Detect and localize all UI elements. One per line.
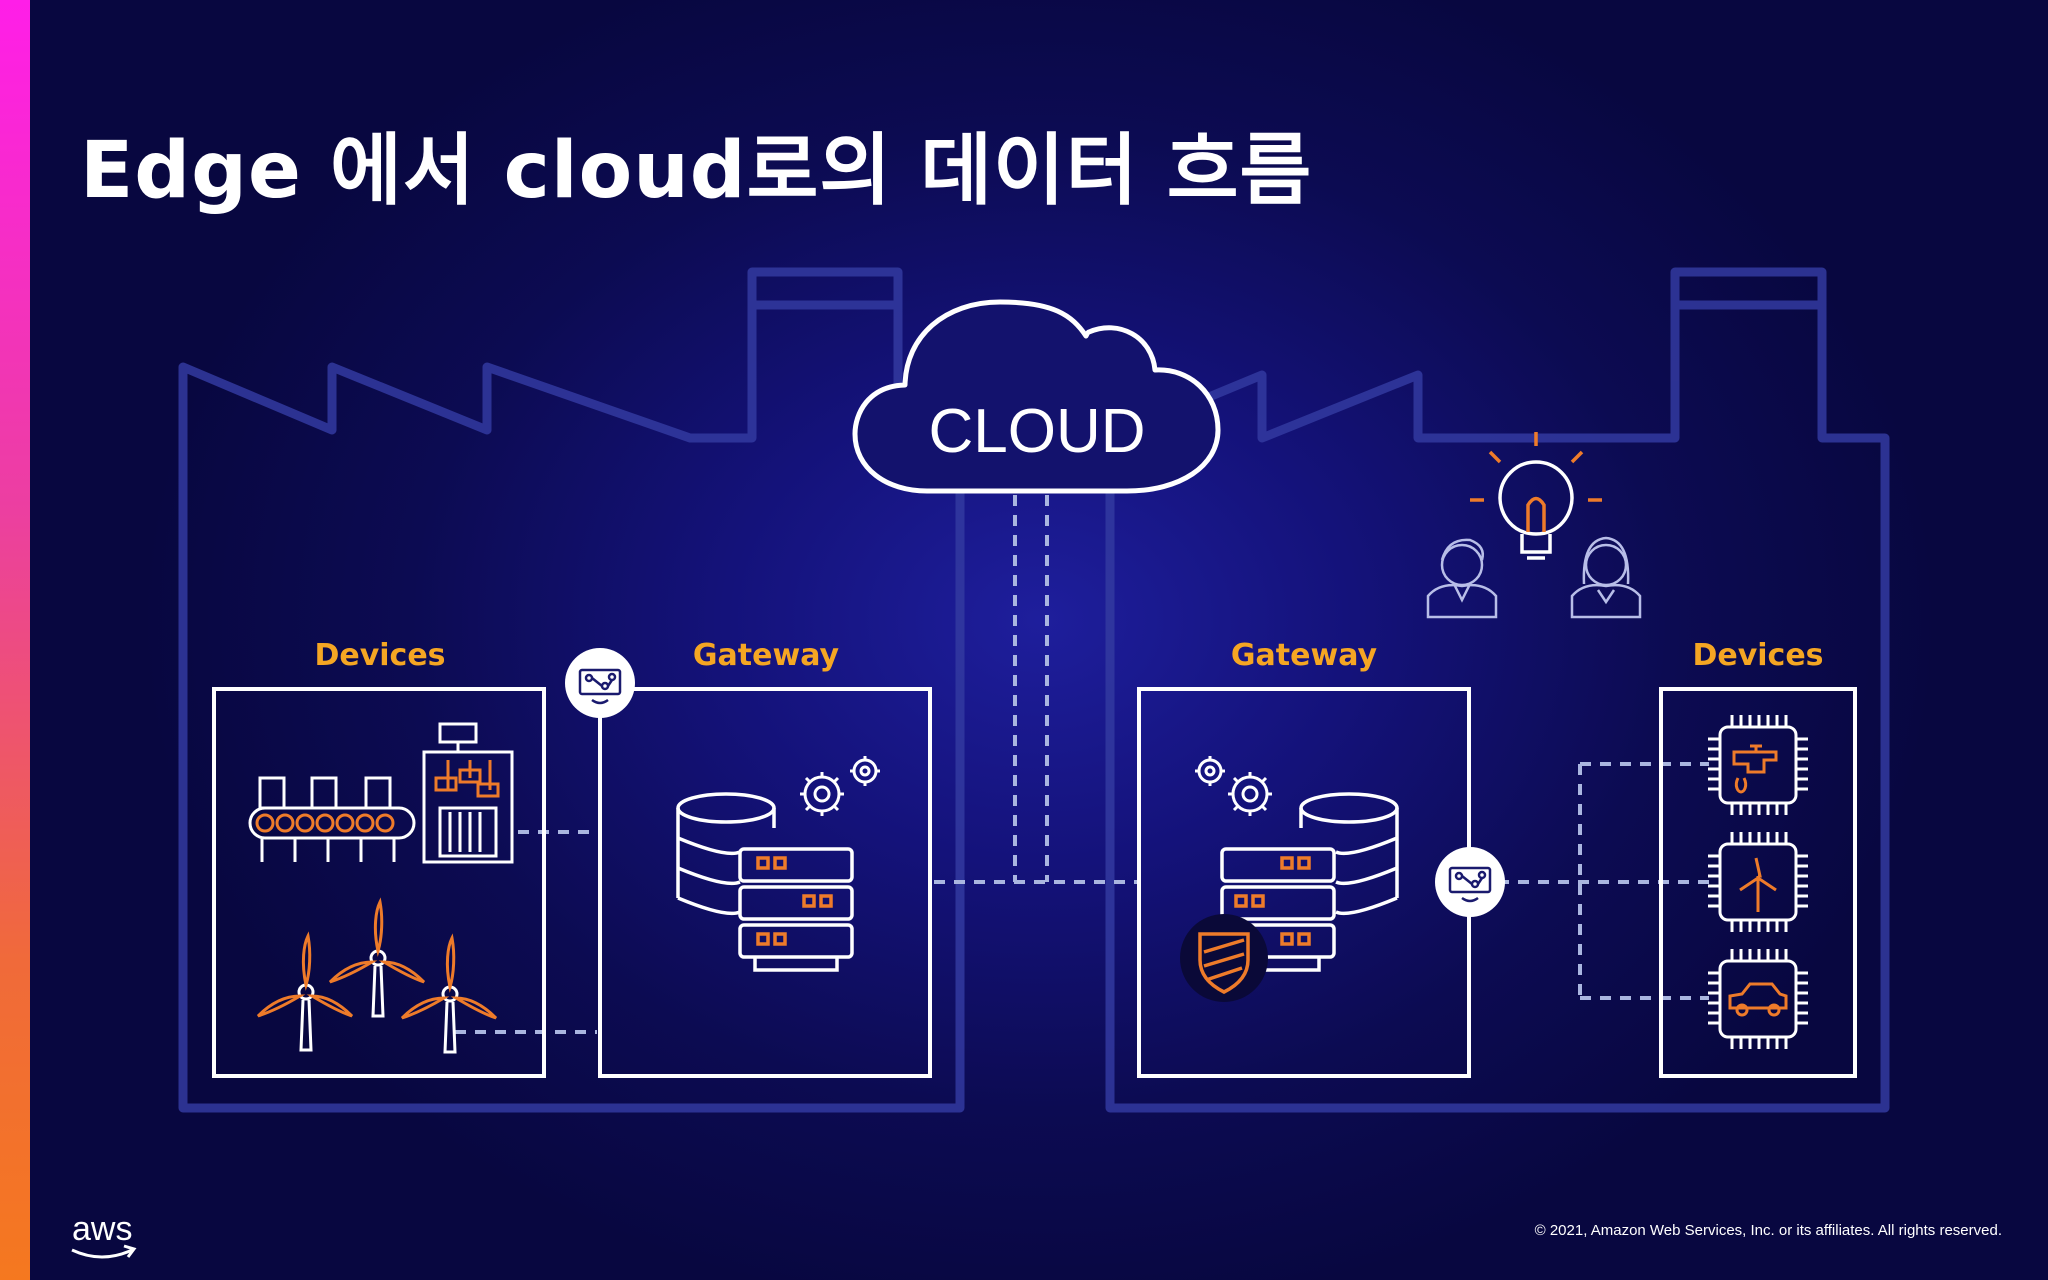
person-male-icon	[1426, 538, 1498, 619]
server-icon-left	[738, 847, 854, 972]
left-devices-box	[212, 687, 546, 1078]
factory-outline-right	[1105, 267, 1890, 1113]
person-female-icon	[1570, 536, 1642, 619]
accent-bar	[0, 0, 30, 1280]
aws-logo-text: aws	[72, 1210, 132, 1248]
circuit-board-icon-right	[1435, 847, 1505, 917]
slide-title: Edge 에서 cloud로의 데이터 흐름	[80, 126, 1313, 216]
database-icon-right	[1299, 792, 1399, 916]
circuit-board-icon-left	[565, 648, 635, 718]
gear-icon-left	[800, 756, 880, 816]
left-gateway-label: Gateway	[693, 638, 840, 673]
lightbulb-icon	[1470, 432, 1602, 560]
right-devices-label: Devices	[1692, 638, 1823, 673]
left-gateway-box	[598, 687, 932, 1078]
gear-icon-right	[1195, 756, 1272, 816]
copyright-notice: © 2021, Amazon Web Services, Inc. or its…	[1534, 1222, 2002, 1239]
left-devices-label: Devices	[314, 638, 445, 673]
conveyor-icon	[248, 776, 416, 862]
aws-logo: aws	[71, 1210, 137, 1259]
cloud-icon: CLOUD	[852, 299, 1221, 494]
wind-turbine-icon	[256, 897, 498, 1054]
chip-car-icon	[1708, 949, 1808, 1049]
right-devices-box	[1659, 687, 1857, 1078]
chip-turbine-icon	[1708, 832, 1808, 932]
right-gateway-label: Gateway	[1231, 638, 1378, 673]
dashed-connectors	[455, 495, 1709, 1034]
database-icon-left	[676, 792, 776, 916]
cloud-label: CLOUD	[928, 397, 1145, 466]
shield-icon	[1180, 914, 1268, 1002]
chip-faucet-icon	[1708, 715, 1808, 815]
robot-arm-icon	[422, 722, 514, 864]
